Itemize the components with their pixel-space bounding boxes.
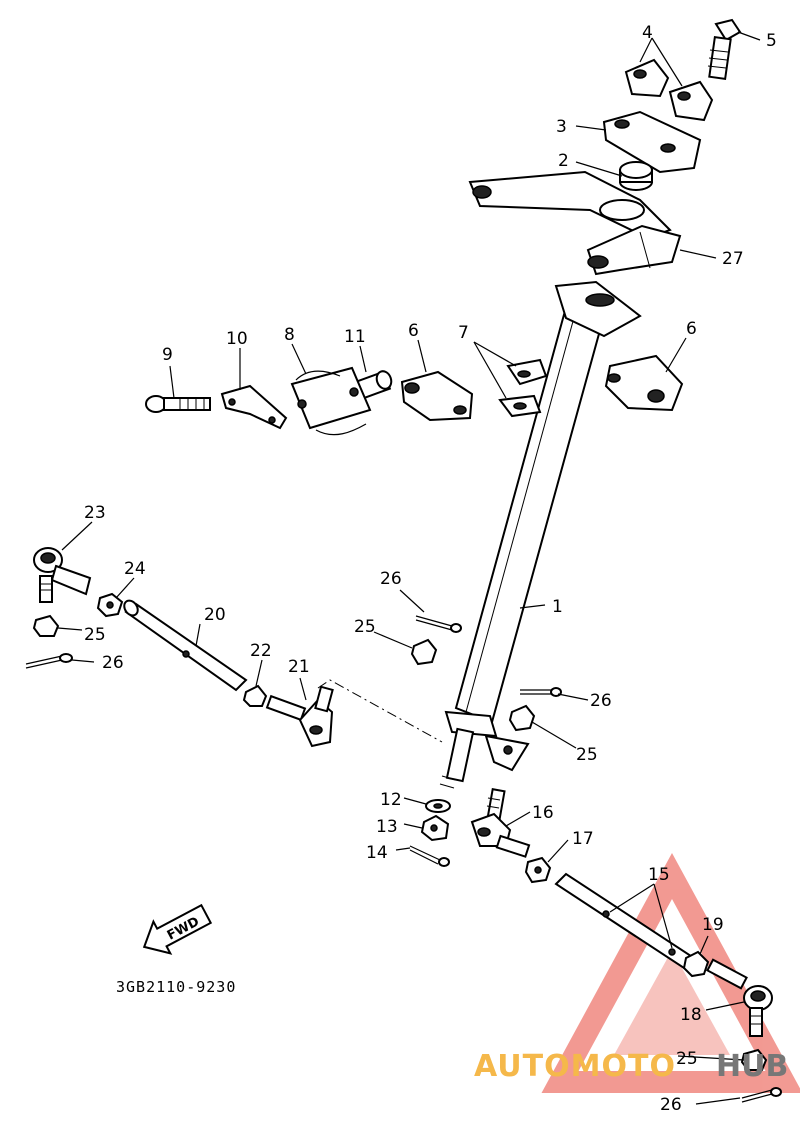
nut-right-19 [682, 950, 710, 978]
lock-washer-plate [220, 384, 288, 430]
callout-20: 20 [204, 605, 226, 625]
callout-24: 24 [124, 559, 146, 579]
callout-26-spare: 26 [30, 0, 52, 11]
nut-left-24 [96, 592, 124, 618]
callout-25-right: 25 [676, 1049, 698, 1069]
cotter-pin-right-bottom [741, 1087, 782, 1103]
callout-25-center-right: 25 [576, 745, 598, 765]
nut-left-22 [242, 684, 268, 707]
callout-21: 21 [288, 657, 310, 677]
callout-26-left: 26 [102, 653, 124, 673]
nut-13 [420, 814, 450, 842]
nut-right-17 [524, 856, 552, 884]
callout-7: 7 [458, 323, 469, 343]
callout-2: 2 [558, 151, 569, 171]
callout-5: 5 [766, 31, 777, 51]
callout-26-center-right: 26 [590, 691, 612, 711]
rod-end-right-outer [706, 958, 773, 1037]
callout-11: 11 [344, 327, 366, 347]
castle-nut-right-bottom [740, 1048, 768, 1071]
callout-25-left: 25 [84, 625, 106, 645]
callout-4: 4 [642, 23, 653, 43]
cotter-pin-left [25, 653, 73, 669]
callout-22: 22 [250, 641, 272, 661]
watermark-auto: AUTOMOTO [474, 1049, 676, 1084]
callout-26-right: 26 [660, 1095, 682, 1115]
rod-end-left-outer [33, 547, 92, 603]
rod-end-right-inner [470, 788, 531, 858]
part-code: 3GB2110-9230 [116, 978, 236, 996]
callout-17: 17 [572, 829, 594, 849]
callout-18: 18 [680, 1005, 702, 1025]
callout-labels: 1 2 3 4 5 6 6 7 8 9 10 11 12 13 14 15 16… [30, 0, 777, 1115]
column-upper-plate [468, 170, 682, 276]
callout-8: 8 [284, 325, 295, 345]
washer-12 [425, 799, 451, 813]
callout-27: 27 [722, 249, 744, 269]
callout-26-center-left: 26 [380, 569, 402, 589]
cotter-pin-center-right [520, 687, 562, 697]
handlebar-holder-upper [624, 58, 714, 122]
callout-10: 10 [226, 329, 248, 349]
holder-bolt [707, 18, 742, 81]
callout-15: 15 [648, 865, 670, 885]
steering-shaft [439, 280, 642, 789]
callout-1: 1 [552, 597, 563, 617]
seal-rings [498, 358, 548, 418]
watermark-brand: AUTOMOTO HUB [474, 1049, 788, 1084]
collar-bushing [619, 161, 653, 191]
bearing-bushing-right [604, 354, 684, 412]
callout-13: 13 [376, 817, 398, 837]
callout-12: 12 [380, 790, 402, 810]
callout-14: 14 [366, 843, 388, 863]
cotter-pin-14 [409, 845, 450, 867]
bearing-bushing-left [400, 370, 474, 422]
tie-rod-left [123, 599, 248, 692]
callout-25-center-left: 25 [354, 617, 376, 637]
castle-nut-center-right [508, 704, 536, 732]
callout-23: 23 [84, 503, 106, 523]
castle-nut-left [32, 614, 60, 637]
callout-19: 19 [702, 915, 724, 935]
castle-nut-center-left [410, 638, 438, 666]
handlebar-holder-lower [602, 110, 702, 174]
rod-end-left-inner [265, 685, 334, 748]
holder-bolt-small [145, 395, 211, 413]
column-holder-plate [290, 366, 372, 436]
cotter-pin-center-left [415, 615, 462, 633]
callout-6-right: 6 [686, 319, 697, 339]
callout-3: 3 [556, 117, 567, 137]
callout-9: 9 [162, 345, 173, 365]
leader-lines [57, 31, 761, 1105]
callout-6-left: 6 [408, 321, 419, 341]
watermark-hub: HUB [716, 1049, 788, 1084]
fwd-arrow: FWD [142, 903, 213, 955]
callout-16: 16 [532, 803, 554, 823]
